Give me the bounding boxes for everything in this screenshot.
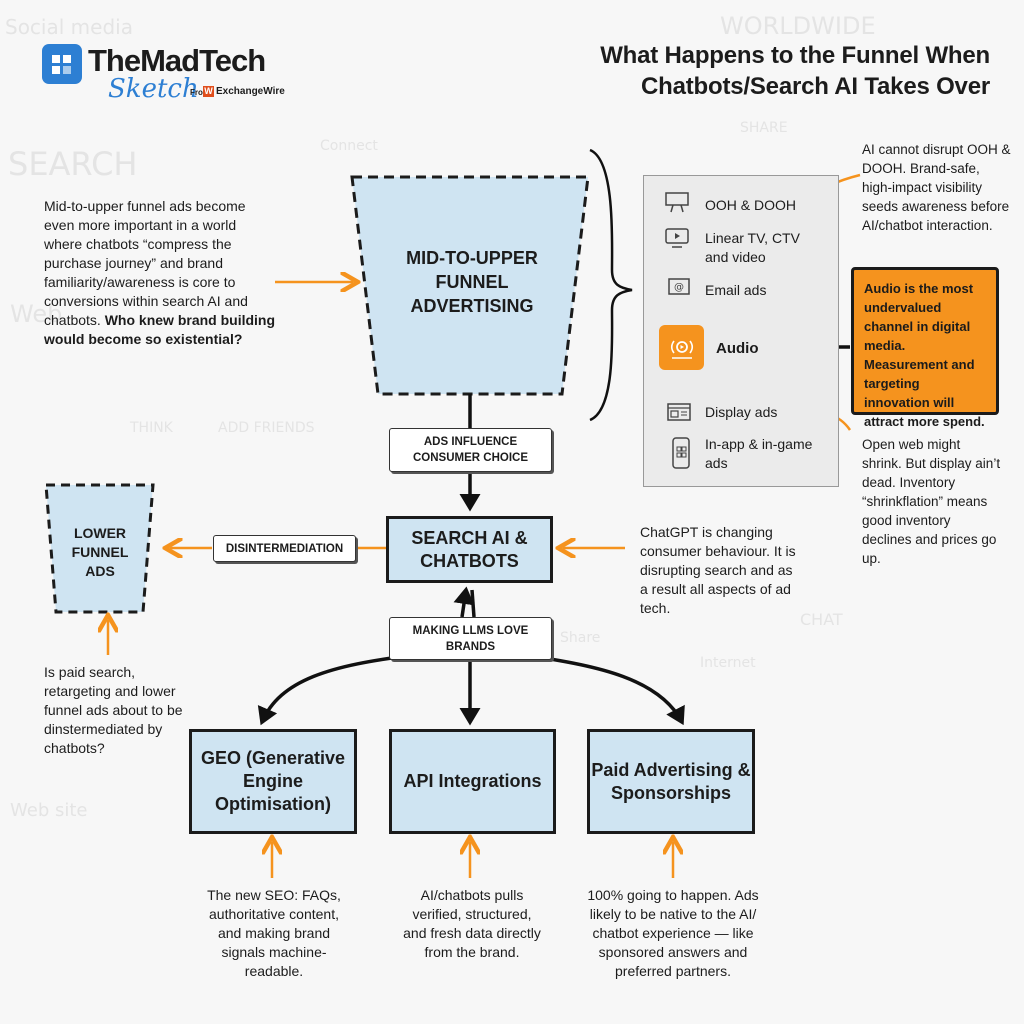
page-title: What Happens to the Funnel When Chatbots… xyxy=(600,42,990,100)
pill-disintermediation: DISINTERMEDIATION xyxy=(213,535,356,562)
intro-bold: Who knew brand building would become so … xyxy=(44,312,276,347)
brace-shape xyxy=(589,148,633,422)
funnel-top-label: MID-TO-UPPER FUNNEL ADVERTISING xyxy=(406,248,538,316)
logo-exchangewire: ExchangeWire xyxy=(216,86,285,97)
channel-display: Display ads xyxy=(705,404,778,420)
channel-inapp: In-app & in-game ads xyxy=(705,436,813,471)
billboard-icon xyxy=(664,192,690,213)
display-ads-icon xyxy=(666,402,692,422)
paid-advertising-box: Paid Advertising & Sponsorships xyxy=(587,729,755,834)
doodle-add-friends: ADD FRIENDS xyxy=(218,420,315,436)
doodle-connect: Connect xyxy=(320,138,378,154)
logo-name: TheMadTech xyxy=(88,43,266,78)
funnel-top-shape xyxy=(350,175,590,396)
channel-tv: Linear TV, CTV and video xyxy=(705,230,800,265)
logo-from: From xyxy=(190,88,210,97)
note-api: AI/chatbots pulls verified, structured, … xyxy=(403,887,541,960)
doodle-social-media: Social media xyxy=(5,15,133,39)
exchangewire-w-icon: W xyxy=(203,86,214,97)
svg-text:@: @ xyxy=(674,282,684,293)
email-icon: @ xyxy=(666,276,692,296)
doodle-share-2: Share xyxy=(560,630,601,646)
doodle-web: Web xyxy=(10,300,63,328)
audio-callout: Audio is the most undervalued channel in… xyxy=(851,267,999,429)
channel-audio: Audio xyxy=(716,340,759,357)
channel-ooh: OOH & DOOH xyxy=(705,197,797,213)
note-geo: The new SEO: FAQs, authoritative content… xyxy=(207,887,341,979)
search-ai-box: SEARCH AI & CHATBOTS xyxy=(386,516,553,583)
note-ooh: AI cannot disrupt OOH & DOOH. Brand-safe… xyxy=(862,142,1011,233)
mobile-app-icon xyxy=(668,437,694,469)
audio-icon xyxy=(659,325,704,370)
doodle-chat: CHAT xyxy=(800,610,843,629)
doodle-website: Web site xyxy=(10,800,88,821)
pill-ads-influence: ADS INFLUENCE CONSUMER CHOICE xyxy=(389,428,552,472)
doodle-search: SEARCH xyxy=(8,145,138,183)
intro-regular: Mid-to-upper funnel ads become even more… xyxy=(44,198,248,328)
channel-email: Email ads xyxy=(705,282,767,298)
lower-funnel-shape xyxy=(44,483,155,614)
doodle-think: THINK xyxy=(130,420,173,436)
note-chatgpt: ChatGPT is changing consumer behaviour. … xyxy=(640,524,796,616)
doodle-internet: Internet xyxy=(700,655,756,671)
lower-funnel-label: LOWER FUNNEL ADS xyxy=(71,525,129,579)
logo-sketch: Sketch xyxy=(108,74,199,104)
pill-making-llms: MAKING LLMS LOVE BRANDS xyxy=(389,617,552,660)
doodle-share: SHARE xyxy=(740,120,788,136)
note-paid: 100% going to happen. Ads likely to be n… xyxy=(587,887,759,979)
logo-grid-icon xyxy=(52,55,71,74)
tv-icon xyxy=(664,228,690,248)
note-display: Open web might shrink. But display ain’t… xyxy=(862,437,1001,566)
note-lower-funnel: Is paid search, retargeting and lower fu… xyxy=(44,664,183,756)
doodle-worldwide: WORLDWIDE xyxy=(720,12,876,40)
api-box: API Integrations xyxy=(389,729,556,834)
logo-mark xyxy=(42,44,82,84)
geo-box: GEO (Generative Engine Optimisation) xyxy=(189,729,357,834)
intro-text: Mid-to-upper funnel ads become even more… xyxy=(44,197,276,349)
